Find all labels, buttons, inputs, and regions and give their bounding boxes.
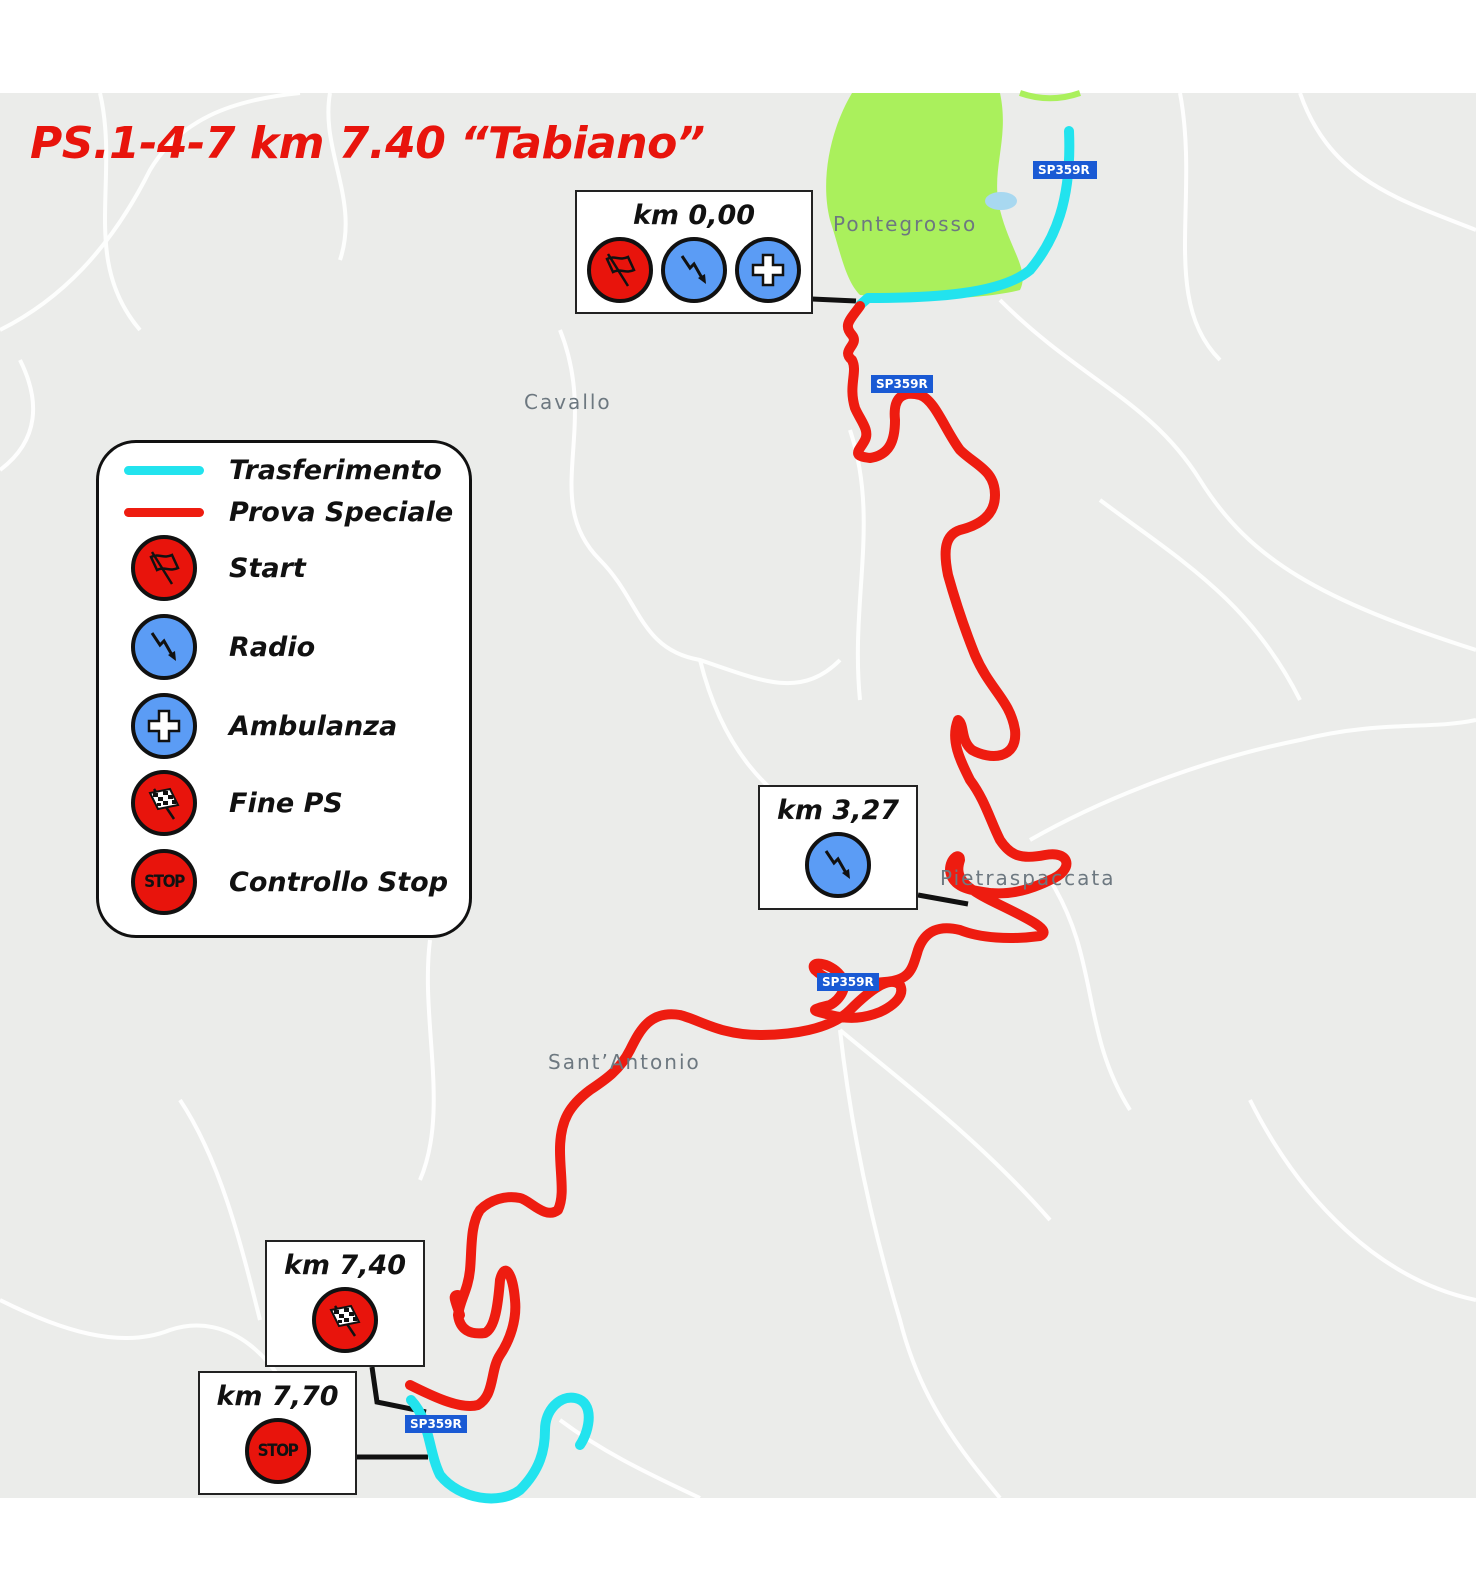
cyan-line-icon bbox=[124, 466, 204, 475]
green-area bbox=[826, 93, 1023, 299]
minor-roads bbox=[0, 91, 1476, 1500]
transfer-route bbox=[406, 126, 1075, 1504]
place-santantonio: Sant’Antonio bbox=[548, 1050, 701, 1074]
radio-icon bbox=[661, 237, 727, 303]
radio-icon bbox=[131, 614, 197, 680]
marker-stop-km: km 7,70 bbox=[216, 1381, 339, 1412]
marker-start: km 0,00 bbox=[575, 190, 813, 314]
legend-item-ambulance: Ambulanza bbox=[99, 693, 397, 759]
legend-label: Start bbox=[229, 552, 306, 584]
legend-item-transfer: Trasferimento bbox=[99, 455, 442, 486]
place-pontegrosso: Pontegrosso bbox=[833, 212, 978, 236]
road-shield-middle: SP359R bbox=[817, 973, 879, 991]
road-shield-upper: SP359R bbox=[871, 375, 933, 393]
ambulance-icon bbox=[735, 237, 801, 303]
lake bbox=[985, 192, 1017, 210]
marker-stop: km 7,70 STOP bbox=[198, 1371, 357, 1495]
flag-icon bbox=[131, 535, 197, 601]
special-stage-route bbox=[405, 301, 1072, 1411]
red-line-icon bbox=[124, 508, 204, 517]
legend-item-radio: Radio bbox=[99, 614, 315, 680]
legend: Trasferimento Prova Speciale Start Radio… bbox=[96, 440, 472, 938]
ambulance-icon bbox=[131, 693, 197, 759]
stop-icon: STOP bbox=[131, 849, 197, 915]
stop-icon: STOP bbox=[244, 1418, 311, 1484]
road-shield-bottom: SP359R bbox=[405, 1415, 467, 1433]
place-pietraspaccata: Pietraspaccata bbox=[940, 866, 1116, 890]
legend-label: Radio bbox=[229, 631, 316, 663]
marker-finish: km 7,40 bbox=[265, 1240, 425, 1367]
marker-radio-km: km 3,27 bbox=[776, 795, 900, 826]
radio-icon bbox=[805, 832, 871, 898]
legend-item-special-stage: Prova Speciale bbox=[99, 497, 453, 528]
legend-label: Prova Speciale bbox=[229, 497, 454, 528]
legend-item-start: Start bbox=[99, 535, 306, 601]
checkered-flag-icon bbox=[312, 1287, 378, 1353]
legend-label: Trasferimento bbox=[229, 455, 442, 486]
marker-finish-km: km 7,40 bbox=[283, 1250, 407, 1281]
legend-label: Controllo Stop bbox=[229, 866, 449, 898]
legend-item-stop: STOP Controllo Stop bbox=[99, 849, 448, 915]
stop-icon-text: STOP bbox=[144, 872, 185, 892]
map-title: PS.1-4-7 km 7.40 “Tabiano” bbox=[30, 118, 705, 169]
road-shield-top: SP359R bbox=[1033, 161, 1097, 179]
legend-item-finish: Fine PS bbox=[99, 770, 343, 836]
legend-label: Fine PS bbox=[229, 787, 343, 819]
marker-radio: km 3,27 bbox=[758, 785, 918, 910]
checkered-flag-icon bbox=[131, 770, 197, 836]
marker-connectors bbox=[357, 296, 969, 1460]
place-cavallo: Cavallo bbox=[524, 390, 612, 414]
stop-icon-text: STOP bbox=[257, 1441, 299, 1461]
legend-label: Ambulanza bbox=[229, 710, 398, 742]
marker-start-km: km 0,00 bbox=[632, 200, 756, 231]
flag-icon bbox=[587, 237, 653, 303]
